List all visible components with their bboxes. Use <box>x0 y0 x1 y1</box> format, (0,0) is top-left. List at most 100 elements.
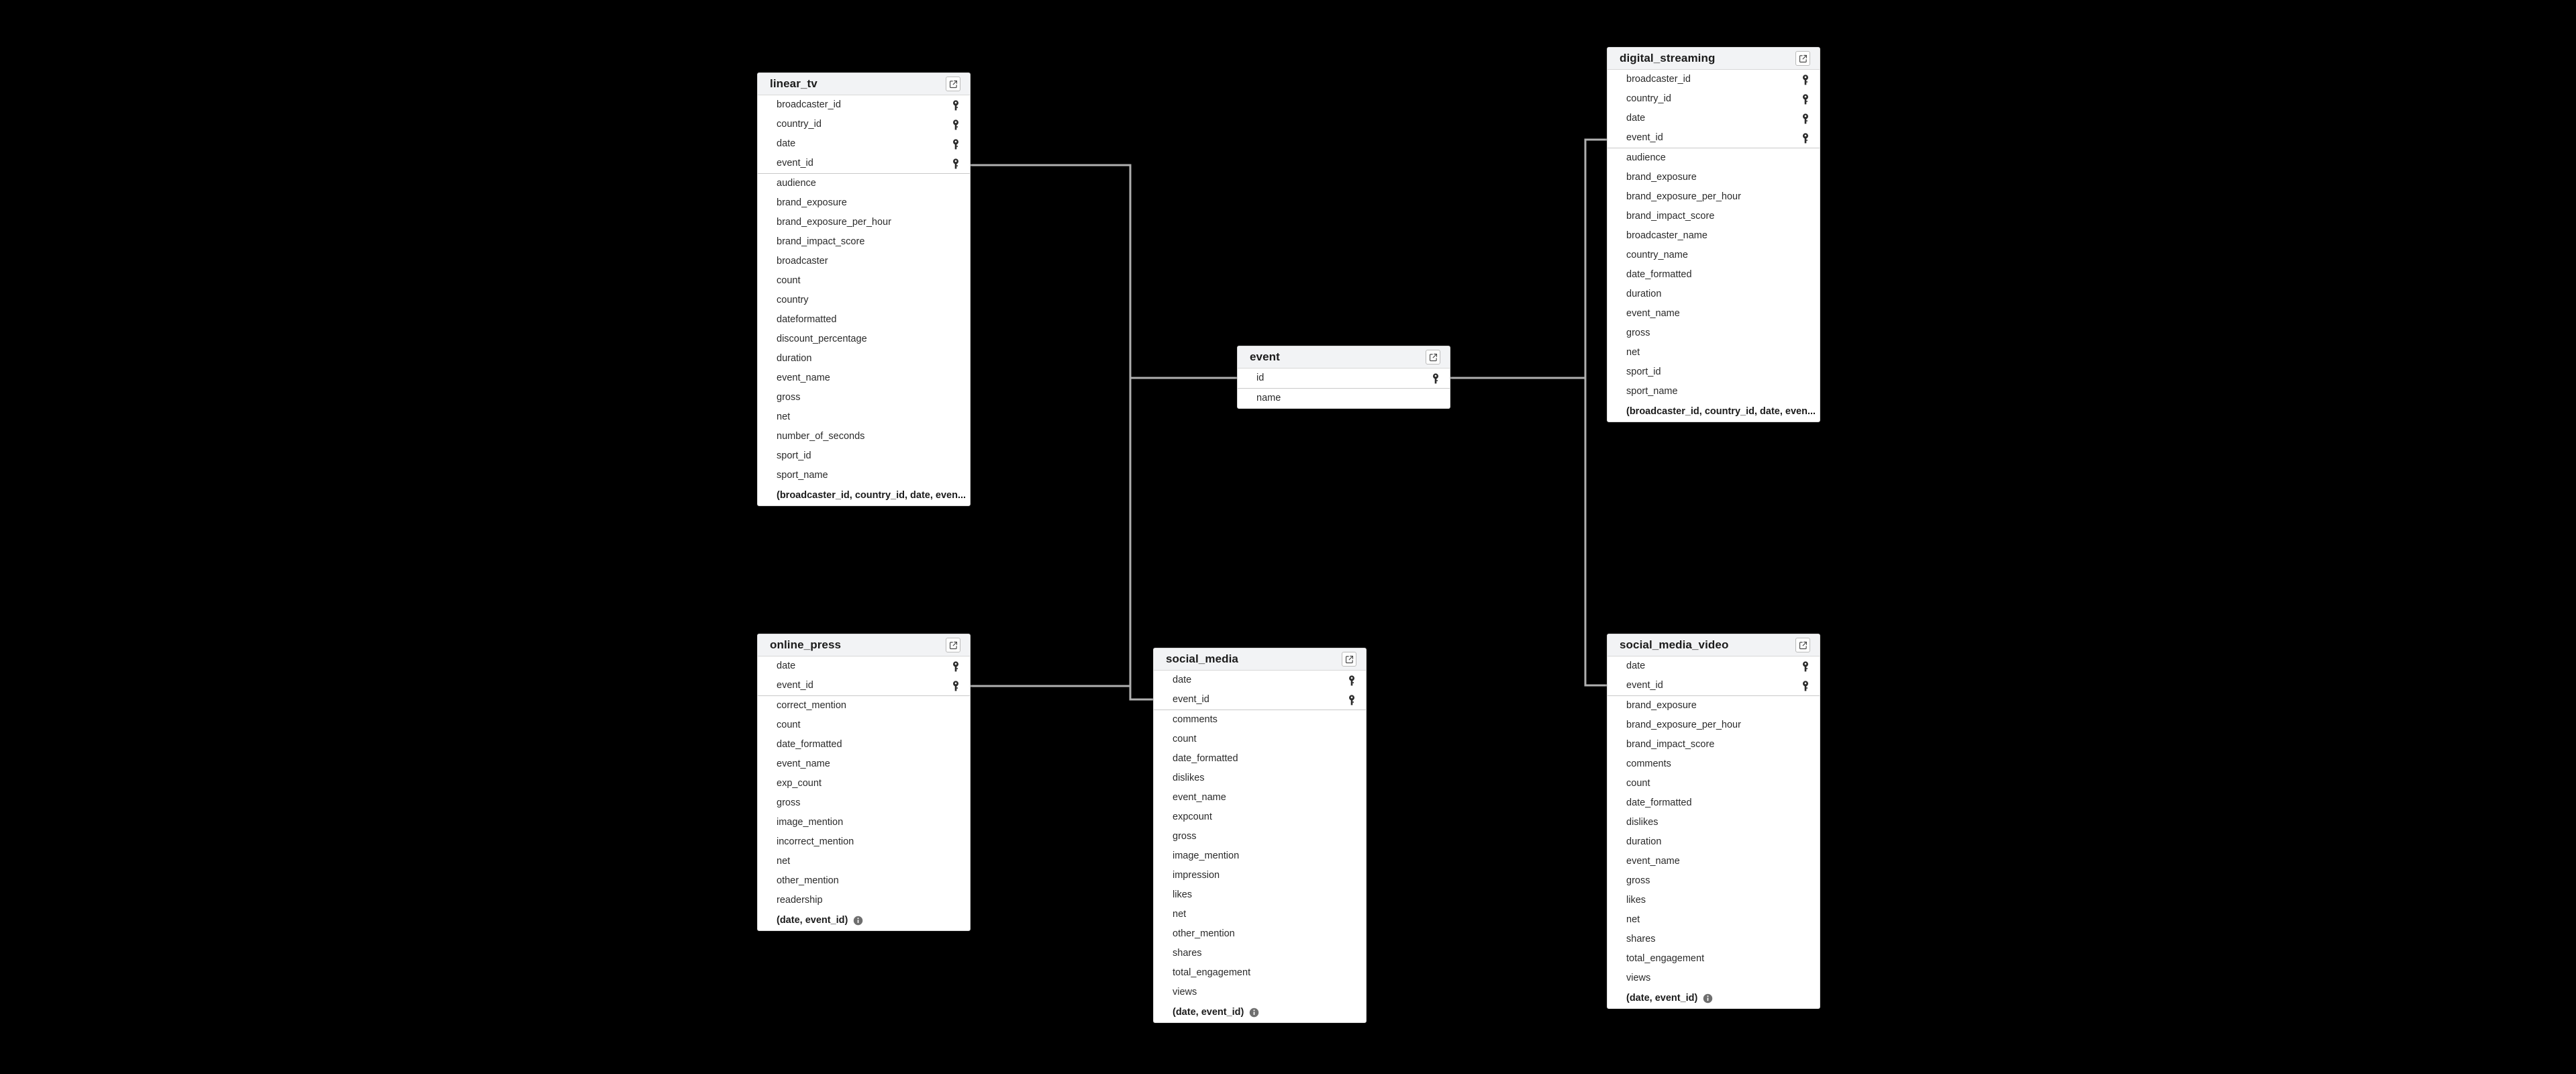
field-row[interactable]: brand_exposure_per_hour <box>758 213 970 232</box>
info-icon[interactable] <box>1249 1008 1259 1018</box>
composite-key-row[interactable]: (date, event_id) <box>1607 988 1820 1008</box>
field-row[interactable]: sport_id <box>758 446 970 466</box>
field-row[interactable]: date <box>1607 656 1820 676</box>
field-row[interactable]: count <box>758 716 970 735</box>
field-row[interactable]: views <box>1154 983 1366 1002</box>
field-row[interactable]: sport_name <box>758 466 970 485</box>
field-row[interactable]: expcount <box>1154 808 1366 827</box>
field-row[interactable]: event_name <box>1607 304 1820 324</box>
field-row[interactable]: brand_impact_score <box>1607 735 1820 754</box>
field-row[interactable]: event_id <box>1607 676 1820 695</box>
field-row[interactable]: audience <box>758 174 970 193</box>
field-row[interactable]: event_id <box>1607 128 1820 148</box>
field-row[interactable]: net <box>758 407 970 427</box>
field-row[interactable]: gross <box>1607 324 1820 343</box>
field-row[interactable]: other_mention <box>1154 924 1366 944</box>
table-header-linear_tv[interactable]: linear_tv <box>758 73 970 95</box>
field-row[interactable]: broadcaster <box>758 252 970 271</box>
field-row[interactable]: count <box>1154 730 1366 749</box>
field-row[interactable]: readership <box>758 891 970 910</box>
field-row[interactable]: comments <box>1607 754 1820 774</box>
field-row[interactable]: id <box>1238 369 1450 388</box>
info-icon[interactable] <box>853 916 863 926</box>
field-row[interactable]: event_name <box>1154 788 1366 808</box>
field-row[interactable]: audience <box>1607 148 1820 168</box>
field-row[interactable]: net <box>1607 910 1820 930</box>
field-row[interactable]: event_name <box>758 369 970 388</box>
field-row[interactable]: count <box>758 271 970 291</box>
info-icon-wrap[interactable] <box>853 916 863 926</box>
field-row[interactable]: brand_exposure_per_hour <box>1607 716 1820 735</box>
field-row[interactable]: correct_mention <box>758 696 970 716</box>
field-row[interactable]: views <box>1607 969 1820 988</box>
field-row[interactable]: duration <box>1607 285 1820 304</box>
field-row[interactable]: duration <box>758 349 970 369</box>
field-row[interactable]: discount_percentage <box>758 330 970 349</box>
field-row[interactable]: brand_exposure <box>758 193 970 213</box>
table-header-digital_streaming[interactable]: digital_streaming <box>1607 48 1820 70</box>
field-row[interactable]: event_id <box>1154 690 1366 710</box>
field-row[interactable]: name <box>1238 389 1450 408</box>
field-row[interactable]: impression <box>1154 866 1366 885</box>
field-row[interactable]: gross <box>1607 871 1820 891</box>
field-row[interactable]: dislikes <box>1154 769 1366 788</box>
table-header-social_media_video[interactable]: social_media_video <box>1607 634 1820 656</box>
composite-key-row[interactable]: (date, event_id) <box>1154 1002 1366 1022</box>
field-row[interactable]: date <box>1607 109 1820 128</box>
external-link-icon[interactable] <box>946 638 960 652</box>
field-row[interactable]: exp_count <box>758 774 970 793</box>
field-row[interactable]: image_mention <box>758 813 970 832</box>
field-row[interactable]: date_formatted <box>1607 793 1820 813</box>
field-row[interactable]: brand_exposure <box>1607 696 1820 716</box>
field-row[interactable]: date <box>1154 671 1366 690</box>
composite-key-row[interactable]: (broadcaster_id, country_id, date, even.… <box>1607 401 1820 422</box>
field-row[interactable]: date_formatted <box>1607 265 1820 285</box>
field-row[interactable]: event_name <box>758 754 970 774</box>
field-row[interactable]: brand_impact_score <box>1607 207 1820 226</box>
field-row[interactable]: brand_exposure <box>1607 168 1820 187</box>
field-row[interactable]: event_name <box>1607 852 1820 871</box>
field-row[interactable]: shares <box>1607 930 1820 949</box>
table-header-online_press[interactable]: online_press <box>758 634 970 656</box>
external-link-icon[interactable] <box>1342 652 1356 667</box>
composite-key-row[interactable]: (broadcaster_id, country_id, date, even.… <box>758 485 970 505</box>
field-row[interactable]: likes <box>1607 891 1820 910</box>
field-row[interactable]: dislikes <box>1607 813 1820 832</box>
field-row[interactable]: gross <box>1154 827 1366 846</box>
field-row[interactable]: date_formatted <box>758 735 970 754</box>
field-row[interactable]: gross <box>758 793 970 813</box>
field-row[interactable]: country <box>758 291 970 310</box>
external-link-icon[interactable] <box>1795 638 1810 652</box>
composite-key-row[interactable]: (date, event_id) <box>758 910 970 930</box>
field-row[interactable]: event_id <box>758 676 970 695</box>
field-row[interactable]: broadcaster_name <box>1607 226 1820 246</box>
field-row[interactable]: date_formatted <box>1154 749 1366 769</box>
field-row[interactable]: total_engagement <box>1607 949 1820 969</box>
field-row[interactable]: sport_id <box>1607 362 1820 382</box>
field-row[interactable]: broadcaster_id <box>1607 70 1820 89</box>
field-row[interactable]: total_engagement <box>1154 963 1366 983</box>
field-row[interactable]: brand_impact_score <box>758 232 970 252</box>
field-row[interactable]: broadcaster_id <box>758 95 970 115</box>
field-row[interactable]: country_name <box>1607 246 1820 265</box>
field-row[interactable]: country_id <box>1607 89 1820 109</box>
field-row[interactable]: image_mention <box>1154 846 1366 866</box>
info-icon[interactable] <box>1703 993 1713 1004</box>
field-row[interactable]: comments <box>1154 710 1366 730</box>
table-header-event[interactable]: event <box>1238 346 1450 369</box>
field-row[interactable]: dateformatted <box>758 310 970 330</box>
field-row[interactable]: sport_name <box>1607 382 1820 401</box>
field-row[interactable]: date <box>758 656 970 676</box>
field-row[interactable]: country_id <box>758 115 970 134</box>
field-row[interactable]: count <box>1607 774 1820 793</box>
field-row[interactable]: likes <box>1154 885 1366 905</box>
info-icon-wrap[interactable] <box>1703 993 1713 1004</box>
external-link-icon[interactable] <box>1426 350 1440 364</box>
external-link-icon[interactable] <box>946 77 960 91</box>
field-row[interactable]: brand_exposure_per_hour <box>1607 187 1820 207</box>
